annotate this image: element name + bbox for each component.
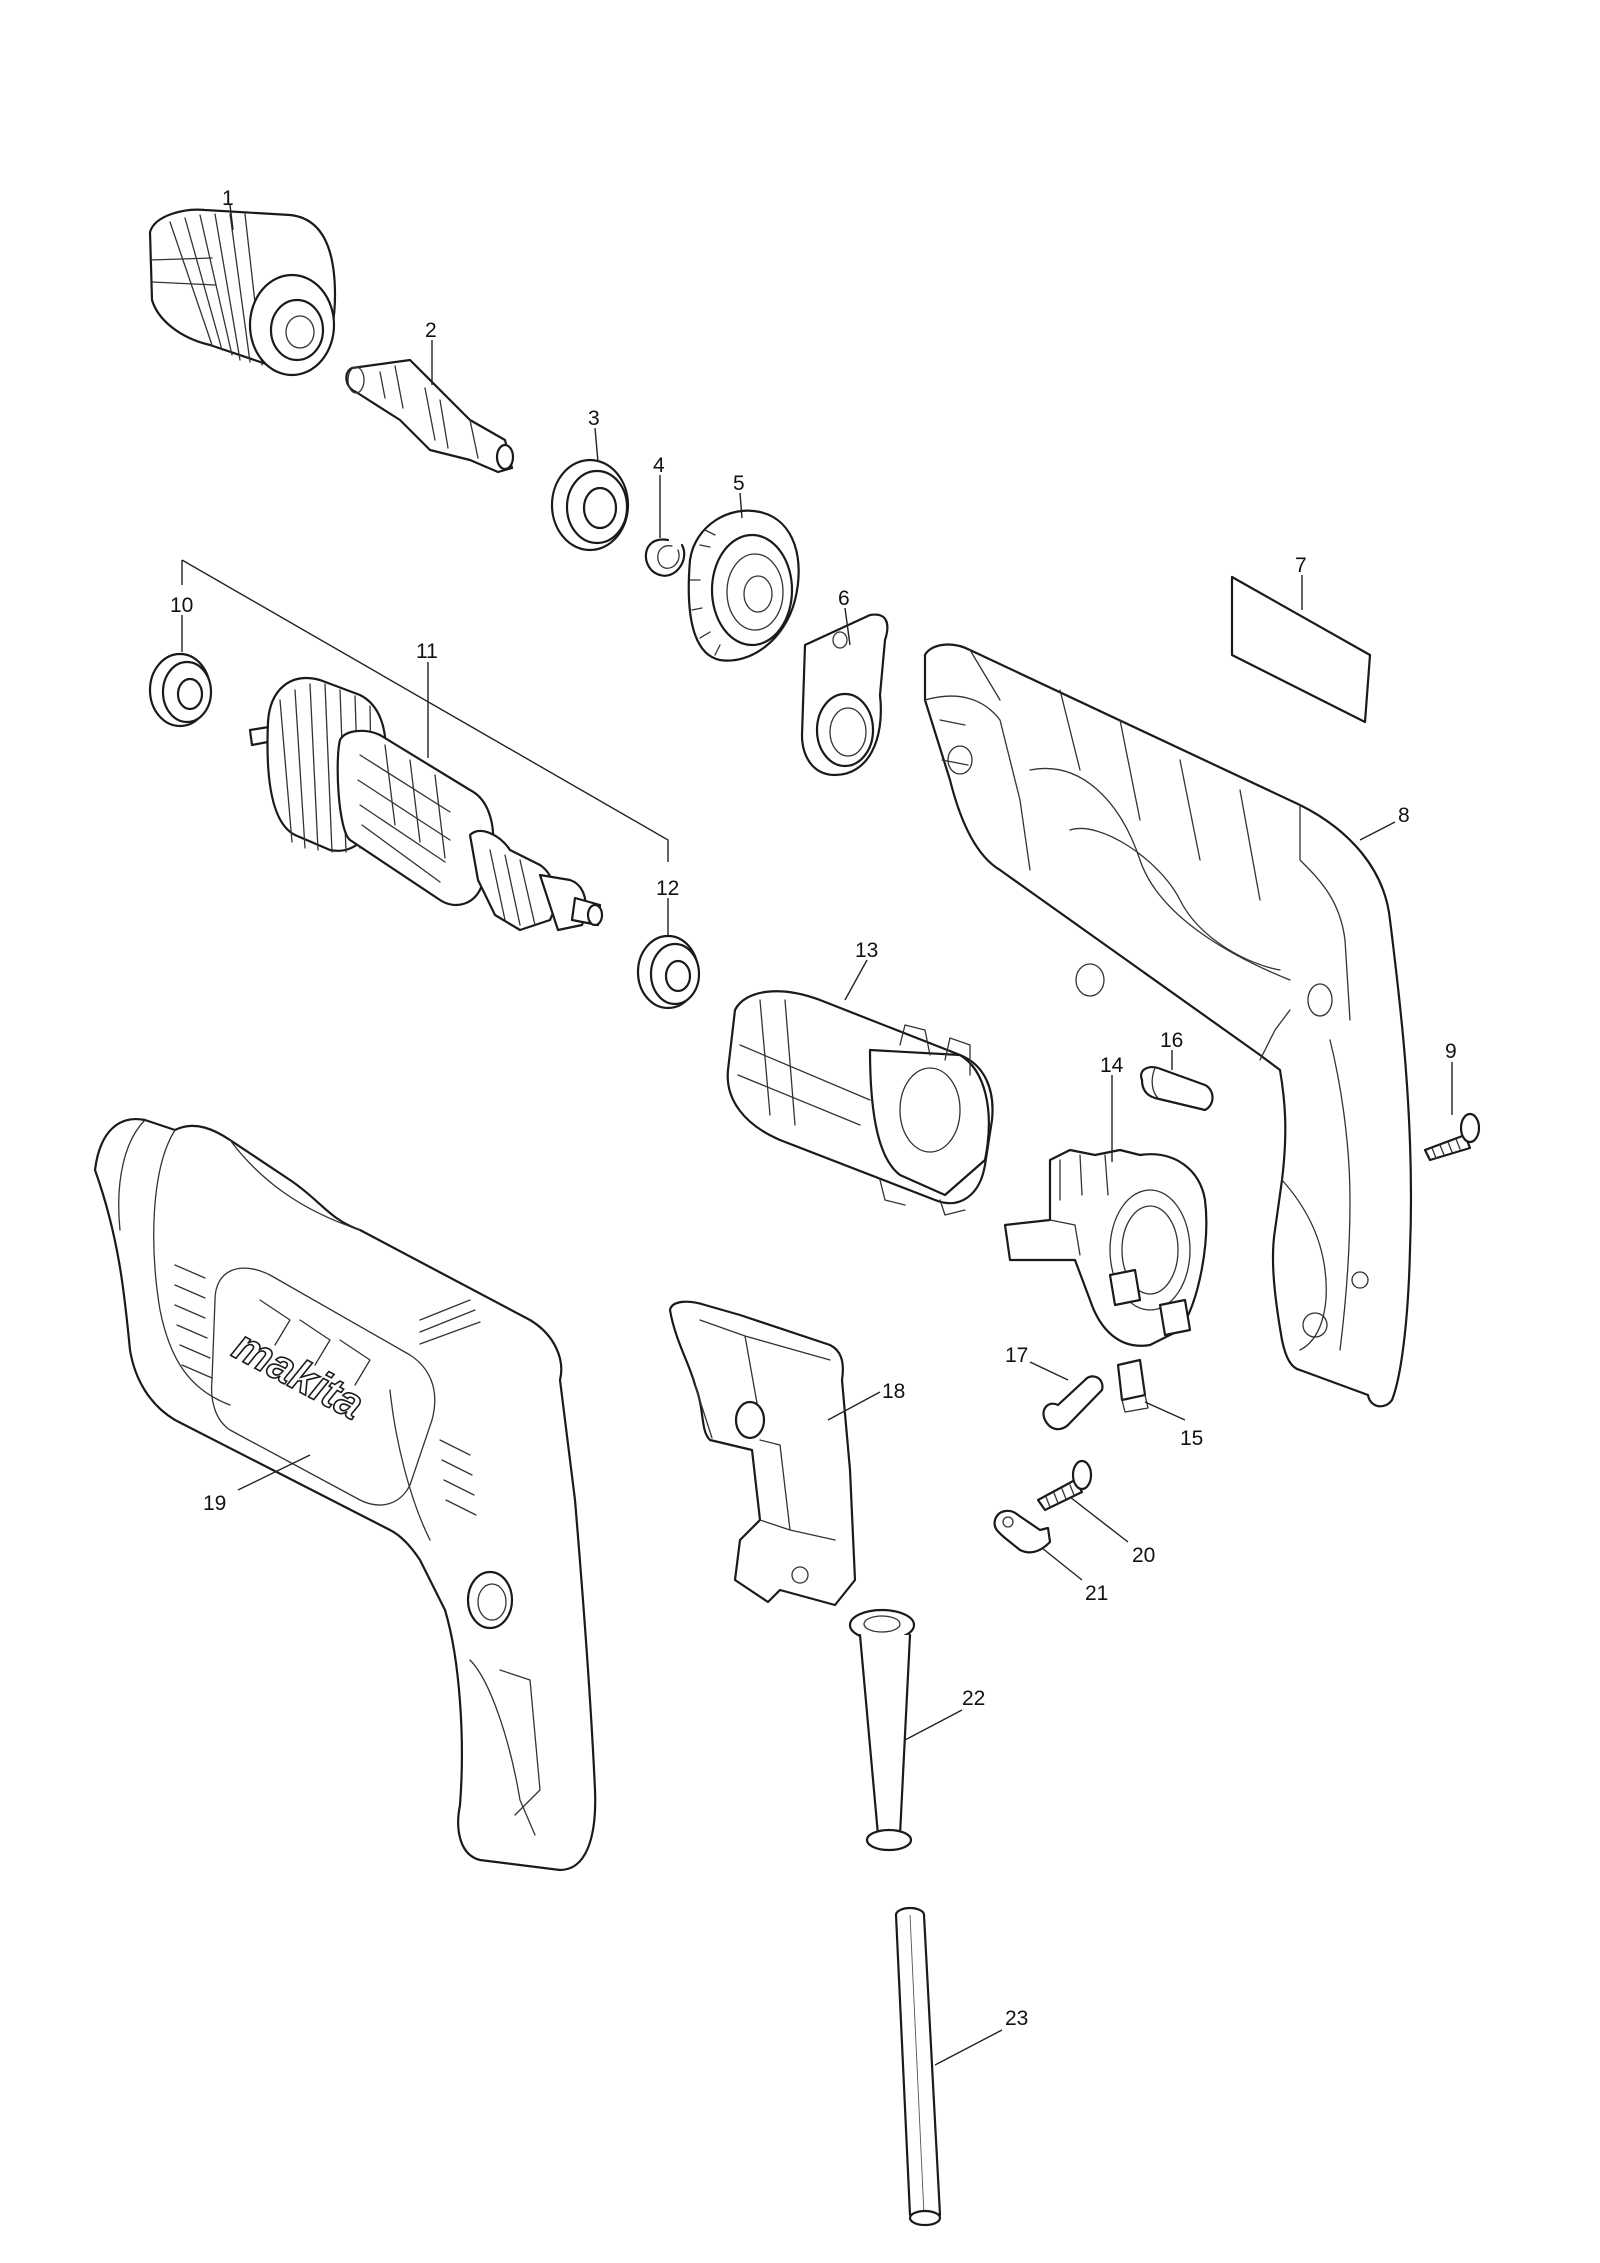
callout-16: 16 xyxy=(1160,1029,1183,1052)
callout-11: 11 xyxy=(416,640,438,663)
part-9-screw xyxy=(1423,1112,1481,1162)
part-22-cord-guard xyxy=(848,1608,916,1852)
callout-3: 3 xyxy=(588,407,600,430)
part-2-spindle xyxy=(345,358,515,474)
part-7-nameplate-label xyxy=(1230,575,1372,724)
callout-numbers: 1 2 3 4 5 6 7 8 9 10 11 12 13 14 15 16 1… xyxy=(170,187,1457,2030)
callout-21: 21 xyxy=(1085,1582,1108,1605)
callout-18: 18 xyxy=(882,1380,905,1403)
part-12-ball-bearing xyxy=(636,934,701,1010)
part-6-bearing-plate xyxy=(800,613,889,777)
callout-19: 19 xyxy=(203,1492,226,1515)
part-23-power-cord xyxy=(894,1906,942,2227)
part-18-switch xyxy=(668,1300,857,1607)
callout-13: 13 xyxy=(855,939,878,962)
part-3-ball-bearing xyxy=(550,458,630,552)
callout-1: 1 xyxy=(222,187,234,210)
part-14-brush-holder xyxy=(1003,1148,1208,1347)
callout-6: 6 xyxy=(838,587,850,610)
callout-12: 12 xyxy=(656,877,679,900)
callout-20: 20 xyxy=(1132,1544,1155,1567)
callout-14: 14 xyxy=(1100,1054,1124,1077)
leader-lines xyxy=(181,204,1453,2066)
part-17-carbon-brush xyxy=(1042,1375,1104,1431)
callout-2: 2 xyxy=(425,319,437,342)
part-21-cord-clamp xyxy=(993,1509,1052,1554)
callout-4: 4 xyxy=(653,454,665,477)
part-13-field-stator xyxy=(726,990,994,1216)
part-15-carbon-brush xyxy=(1116,1358,1149,1413)
part-4-retaining-ring xyxy=(644,538,686,577)
callout-10: 10 xyxy=(170,594,193,617)
bracket-line xyxy=(181,559,669,862)
callout-22: 22 xyxy=(962,1687,985,1710)
part-8-housing-half xyxy=(923,643,1413,1408)
callout-8: 8 xyxy=(1398,804,1410,827)
callout-9: 9 xyxy=(1445,1040,1457,1063)
callout-17: 17 xyxy=(1005,1344,1028,1367)
part-10-ball-bearing xyxy=(148,652,213,728)
part-19-housing-half: makita xyxy=(93,1118,597,1872)
part-11-armature xyxy=(248,677,604,932)
callout-7: 7 xyxy=(1295,554,1307,577)
part-1-keyless-chuck xyxy=(148,208,337,377)
callout-23: 23 xyxy=(1005,2007,1028,2030)
callout-5: 5 xyxy=(733,472,745,495)
part-16-carbon-brush xyxy=(1140,1066,1214,1112)
part-5-bearing-retainer xyxy=(687,509,800,662)
callout-15: 15 xyxy=(1180,1427,1203,1450)
part-20-screw xyxy=(1036,1459,1093,1512)
